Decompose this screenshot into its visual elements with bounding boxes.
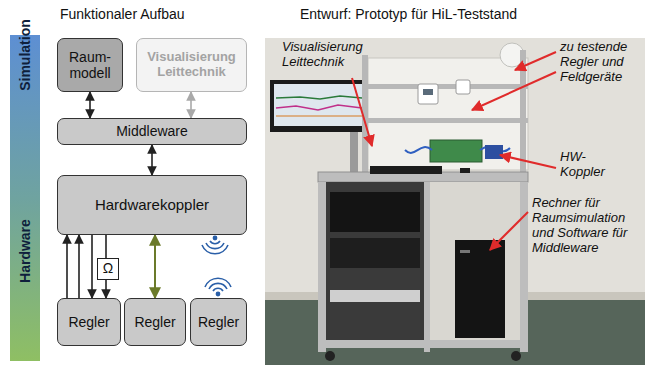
- box-text: Visualisierung Leittechnik: [141, 50, 242, 80]
- text-stack: Visualisierung Leittechnik: [141, 50, 242, 80]
- callout-text: HW- Koppler: [560, 150, 620, 180]
- panel-heading: Funktionaler Aufbau: [60, 6, 260, 22]
- layer-label: Simulation: [17, 0, 33, 120]
- text-stack: Regler: [198, 314, 239, 330]
- text-stack: Raum- modell: [62, 49, 118, 81]
- wireless-symbol: [202, 236, 228, 253]
- callout-text: Rechner für Raumsimulation und Software …: [532, 196, 644, 256]
- text-stack: Regler: [68, 314, 109, 330]
- layer-label: Hardware: [17, 196, 33, 306]
- connector-arrow: [91, 235, 93, 298]
- box-text: Hardwarekoppler: [95, 196, 209, 213]
- controller-box: Regler: [124, 298, 186, 346]
- wireless-symbol: [205, 278, 231, 295]
- panel-heading: Entwurf: Prototyp für HiL-Teststand: [300, 6, 630, 22]
- coupler-box: Hardwarekoppler: [57, 175, 247, 235]
- callout-text: zu testende Regler und Feldgeräte: [560, 40, 644, 85]
- connector-arrow: [151, 145, 153, 175]
- leader-line: [352, 78, 372, 146]
- connector-arrow: [78, 235, 80, 298]
- prototype-photo: [265, 38, 645, 365]
- leader-line: [472, 72, 556, 110]
- disabled-box: Visualisierung Leittechnik: [136, 38, 247, 92]
- controller-box: Regler: [190, 298, 247, 346]
- connector-arrow: [154, 235, 156, 298]
- box-text: Raum- modell: [62, 49, 118, 81]
- model-box: Raum- modell: [57, 38, 123, 92]
- text-stack: Hardwarekoppler: [95, 196, 209, 213]
- text-stack: Middleware: [116, 123, 188, 139]
- callout-text: Visualisierung Leittechnik: [282, 40, 382, 70]
- controller-box: Regler: [57, 298, 121, 346]
- middleware-box: Middleware: [57, 118, 247, 145]
- connector-arrow: [89, 92, 91, 118]
- leader-line: [490, 212, 528, 250]
- box-text: Middleware: [116, 123, 188, 139]
- box-text: Regler: [198, 314, 239, 330]
- resistor-symbol: Ω: [97, 258, 119, 280]
- connector-arrow: [66, 235, 68, 298]
- box-text: Regler: [68, 314, 109, 330]
- connector-arrow: [190, 92, 192, 118]
- leader-line: [500, 155, 556, 168]
- box-text: Regler: [134, 314, 175, 330]
- leader-line: [515, 52, 556, 70]
- text-stack: Regler: [134, 314, 175, 330]
